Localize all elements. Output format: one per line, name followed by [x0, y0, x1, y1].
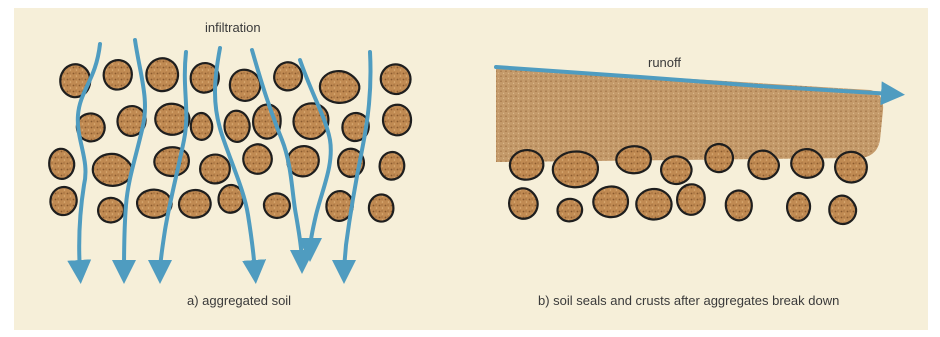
soil-aggregate — [510, 150, 543, 180]
soil-aggregate — [179, 190, 211, 218]
soil-aggregate — [230, 70, 261, 101]
soil-aggregate — [50, 187, 76, 215]
infiltration-label: infiltration — [205, 20, 261, 35]
soil-aggregate — [787, 193, 810, 221]
soil-aggregate — [661, 156, 692, 184]
soil-aggregate — [49, 149, 74, 179]
soil-aggregate — [616, 146, 651, 173]
soil-aggregate — [104, 60, 132, 90]
soil-aggregate — [829, 196, 856, 224]
soil-aggregate — [320, 71, 359, 103]
aggregated-soil — [49, 58, 411, 222]
panel-b-caption: b) soil seals and crusts after aggregate… — [538, 293, 839, 308]
soil-aggregate — [383, 105, 411, 136]
soil-aggregate — [381, 64, 411, 94]
soil-aggregate — [264, 193, 290, 218]
soil-aggregate — [146, 58, 178, 91]
soil-aggregate — [509, 188, 538, 218]
soil-aggregate — [677, 184, 705, 215]
soil-aggregate — [593, 187, 628, 218]
soil-aggregate — [636, 189, 671, 220]
soil-aggregate — [274, 62, 302, 90]
runoff-label: runoff — [648, 55, 681, 70]
soil-aggregate — [243, 144, 272, 173]
soil-aggregate — [154, 147, 189, 176]
soil-aggregate — [224, 111, 249, 142]
soil-aggregate — [380, 152, 405, 180]
soil-aggregate — [726, 191, 752, 221]
soil-aggregate — [748, 151, 779, 179]
soil-aggregate — [791, 149, 823, 178]
panel-a-caption: a) aggregated soil — [187, 293, 291, 308]
soil-aggregate — [705, 144, 733, 172]
soil-aggregate — [835, 152, 867, 183]
soil-aggregate — [369, 194, 394, 221]
soil-aggregate — [553, 151, 598, 187]
soil-aggregate — [200, 155, 230, 184]
soil-aggregate — [93, 154, 132, 186]
soil-aggregate — [557, 199, 582, 222]
soil-aggregate — [98, 198, 124, 223]
soil-aggregate — [191, 113, 212, 140]
